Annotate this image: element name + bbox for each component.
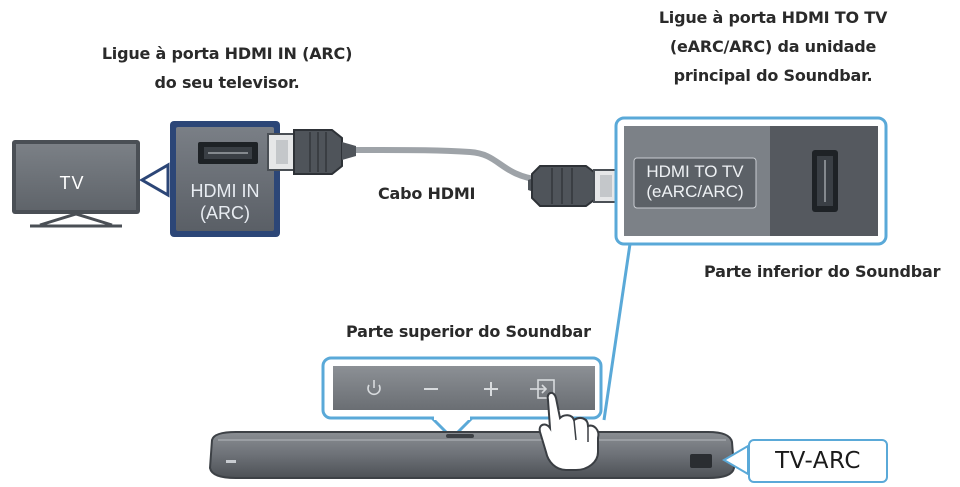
soundbar-port-label-line2: (eARC/ARC) (646, 182, 744, 201)
tv-port-label-line2: (ARC) (200, 203, 250, 223)
tv-port-instruction-line1: Ligue à porta HDMI IN (ARC) (101, 44, 353, 63)
hdmi-plug-right (528, 165, 621, 207)
tv-illustration (12, 140, 140, 228)
hand-pressing-icon (538, 392, 600, 471)
cable-label: Cabo HDMI (378, 184, 476, 203)
display-mode-text: TV-ARC (775, 448, 861, 474)
tv-label: TV (59, 173, 85, 193)
soundbar-port-instruction-line1: Ligue à porta HDMI TO TV (658, 8, 888, 27)
tv-port-instruction-line2: do seu televisor. (154, 73, 300, 92)
power-icon (367, 380, 381, 396)
soundbar-port-instruction-line2: (eARC/ARC) da unidade (669, 37, 877, 56)
tv-port-label-line1: HDMI IN (190, 181, 260, 201)
hdmi-cable (349, 147, 541, 183)
soundbar-bottom-callout-line (602, 243, 632, 421)
tv-hdmi-panel (170, 121, 280, 237)
soundbar-bottom-panel (614, 116, 888, 246)
soundbar-body (208, 431, 736, 479)
soundbar-port-label-line1: HDMI TO TV (646, 162, 744, 181)
tv-callout-pointer (138, 162, 170, 198)
soundbar-bottom-label: Parte inferior do Soundbar (704, 262, 941, 281)
plus-icon (484, 382, 498, 396)
source-icon (530, 379, 555, 399)
soundbar-top-label: Parte superior do Soundbar (346, 322, 591, 341)
soundbar-port-instruction-line3: principal do Soundbar. (673, 66, 873, 85)
display-mode-badge: TV-ARC (748, 439, 888, 483)
hdmi-plug-left (267, 129, 356, 175)
